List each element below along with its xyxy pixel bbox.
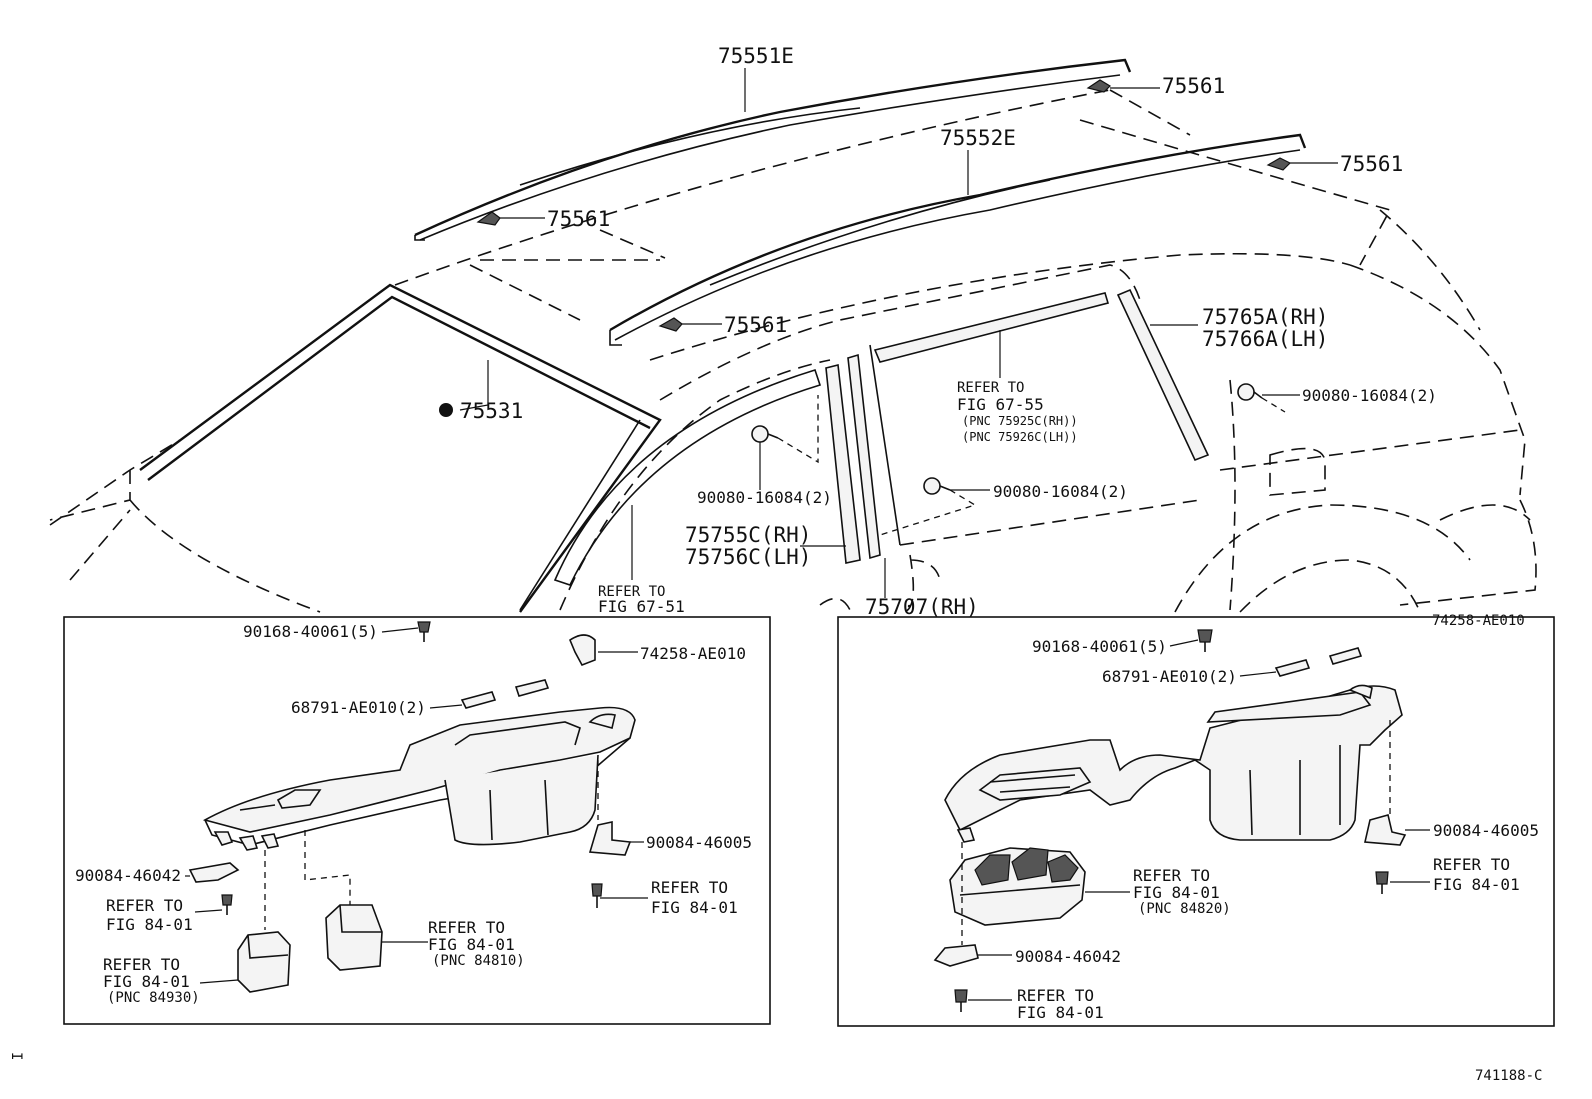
- label-right-refer-switch-1: REFER TO: [1133, 866, 1210, 885]
- left-armrest-base: [202, 706, 636, 851]
- label-clip-1: 75561: [1162, 74, 1225, 98]
- label-refer-door-3: (PNC 75925C(RH)): [962, 414, 1078, 428]
- label-right-refer-screw-bottom-2: FIG 84-01: [1017, 1003, 1104, 1022]
- label-left-bracket-right: 90084-46005: [646, 833, 752, 852]
- bolt-icon: [751, 383, 1286, 536]
- label-clip-bolt-rear: 90080-16084(2): [1302, 386, 1437, 405]
- label-right-refer-switch-2: FIG 84-01: [1133, 883, 1220, 902]
- label-pillar-lh: 75756C(LH): [685, 545, 811, 569]
- label-right-refer-screw-right-2: FIG 84-01: [1433, 875, 1520, 894]
- label-clip-3: 75561: [547, 207, 610, 231]
- right-screw-icon: [954, 629, 1389, 1012]
- center-pillar-garnish: [825, 344, 901, 564]
- label-left-screw: 90168-40061(5): [243, 622, 378, 641]
- vehicle-body-outline: [49, 89, 1537, 613]
- figure-code: 741188-C: [1475, 1068, 1542, 1084]
- label-clip-bolt-center: 90080-16084(2): [993, 482, 1128, 501]
- left-inset-frame: [63, 616, 771, 1025]
- label-refer-a-pillar-1: REFER TO: [598, 584, 665, 600]
- right-armrest-base: [944, 684, 1403, 843]
- label-rear-quarter-rh: 75765A(RH): [1202, 305, 1328, 329]
- label-right-bracket-bottom: 90084-46042: [1015, 947, 1121, 966]
- label-front-door-moulding: 75707(RH): [865, 595, 979, 619]
- left-cover: [569, 634, 596, 666]
- label-left-refer-sw1-3: (PNC 84930): [107, 990, 200, 1006]
- label-left-refer-screw-left-1: REFER TO: [106, 896, 183, 915]
- label-windshield-moulding: 75531: [460, 399, 523, 423]
- left-switch-1: [237, 931, 291, 993]
- label-left-refer-screw-right-2: FIG 84-01: [651, 898, 738, 917]
- label-clip-2: 75561: [1340, 152, 1403, 176]
- right-pins: [1274, 647, 1363, 677]
- right-switch: [949, 847, 1086, 926]
- right-brackets: [933, 814, 1407, 967]
- label-right-pin: 68791-AE010(2): [1102, 667, 1237, 686]
- right-guide-lines: [961, 720, 1391, 945]
- label-right-screw: 90168-40061(5): [1032, 637, 1167, 656]
- label-left-refer-sw1-2: FIG 84-01: [103, 972, 190, 991]
- label-roof-rack-rh: 75552E: [940, 126, 1016, 150]
- left-switch-2: [325, 904, 383, 971]
- leader-lines-right: [968, 639, 1430, 1001]
- left-guide-lines: [264, 760, 599, 930]
- label-rear-quarter-lh: 75766A(LH): [1202, 327, 1328, 351]
- label-refer-door-2: FIG 67-55: [957, 395, 1044, 414]
- left-pins: [460, 679, 550, 709]
- label-clip-bolt-left: 90080-16084(2): [697, 488, 832, 507]
- door-frame-moulding: [873, 292, 1110, 363]
- label-left-pin: 68791-AE010(2): [291, 698, 426, 717]
- label-right-refer-switch-3: (PNC 84820): [1138, 901, 1231, 917]
- leader-lines-left: [185, 627, 648, 984]
- label-refer-a-pillar-2: FIG 67-51: [598, 597, 685, 616]
- windshield-moulding: [139, 283, 662, 613]
- roof-rack-rail-lh: [414, 58, 1132, 241]
- label-clip-4: 75561: [724, 313, 787, 337]
- new-part-bullet-icon: [439, 403, 453, 417]
- label-left-refer-sw1-1: REFER TO: [103, 955, 180, 974]
- label-right-bracket-right: 90084-46005: [1433, 821, 1539, 840]
- a-pillar-moulding: [553, 369, 822, 586]
- label-left-cover: 74258-AE010: [640, 644, 746, 663]
- left-brackets: [188, 821, 632, 883]
- left-screw-icon: [221, 621, 603, 915]
- rear-quarter-moulding: [1116, 288, 1210, 462]
- label-left-refer-screw-left-2: FIG 84-01: [106, 915, 193, 934]
- label-refer-door-4: (PNC 75926C(LH)): [962, 430, 1078, 444]
- label-left-refer-sw2-2: FIG 84-01: [428, 935, 515, 954]
- roof-rack-rail-rh: [609, 133, 1307, 346]
- label-left-bracket-left: 90084-46042: [75, 866, 181, 885]
- side-mark: I: [8, 1052, 24, 1060]
- label-pillar-rh: 75755C(RH): [685, 523, 811, 547]
- label-right-refer-screw-bottom-1: REFER TO: [1017, 986, 1094, 1005]
- label-left-refer-screw-right-1: REFER TO: [651, 878, 728, 897]
- leader-lines-upper: [459, 68, 1338, 598]
- label-right-cover-partial: 74258-AE010: [1432, 613, 1525, 629]
- label-refer-door-1: REFER TO: [957, 380, 1024, 396]
- label-left-refer-sw2-1: REFER TO: [428, 918, 505, 937]
- label-right-refer-screw-right-1: REFER TO: [1433, 855, 1510, 874]
- clip-icon: [476, 79, 1292, 332]
- label-left-refer-sw2-3: (PNC 84810): [432, 953, 525, 969]
- label-roof-rack-lh: 75551E: [718, 44, 794, 68]
